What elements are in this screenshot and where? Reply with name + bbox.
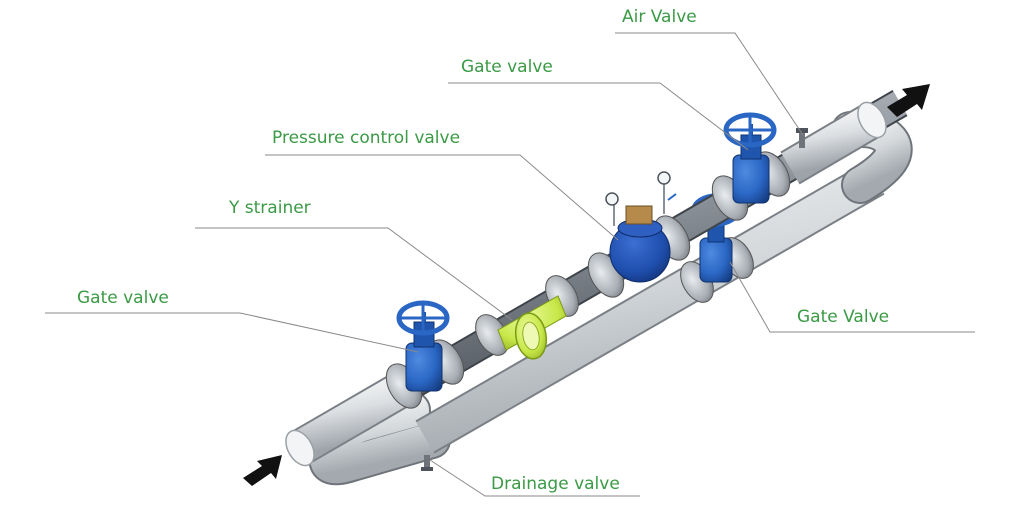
leader-gate-valve-left bbox=[45, 312, 419, 353]
leader-drainage-valve bbox=[429, 459, 640, 497]
leader-lines bbox=[45, 32, 975, 497]
main-pipe bbox=[285, 90, 908, 467]
label-drainage-valve: Drainage valve bbox=[491, 474, 620, 494]
arrow-inlet-icon bbox=[243, 455, 282, 486]
y-strainer bbox=[475, 275, 579, 360]
label-gate-valve-bypass: Gate Valve bbox=[797, 307, 890, 327]
air-valve bbox=[796, 128, 808, 148]
label-air-valve: Air Valve bbox=[622, 7, 697, 27]
leader-gate-valve-top bbox=[448, 82, 749, 151]
inlet-gate-valve bbox=[385, 300, 465, 409]
leader-y-strainer bbox=[195, 227, 513, 321]
label-gate-valve-top: Gate valve bbox=[461, 57, 553, 77]
leader-air-valve bbox=[615, 32, 804, 136]
bypass-pipe bbox=[308, 110, 913, 486]
label-pressure-control-valve: Pressure control valve bbox=[272, 128, 461, 148]
outlet-gate-valve bbox=[711, 112, 791, 221]
leader-pressure-control-valve bbox=[265, 154, 619, 241]
leader-gate-valve-bypass bbox=[729, 261, 975, 333]
arrow-outlet-icon bbox=[887, 84, 930, 117]
pressure-control-valve bbox=[587, 171, 691, 298]
label-y-strainer: Y strainer bbox=[229, 198, 311, 218]
drainage-valve bbox=[421, 455, 433, 471]
label-gate-valve-left: Gate valve bbox=[77, 288, 169, 308]
